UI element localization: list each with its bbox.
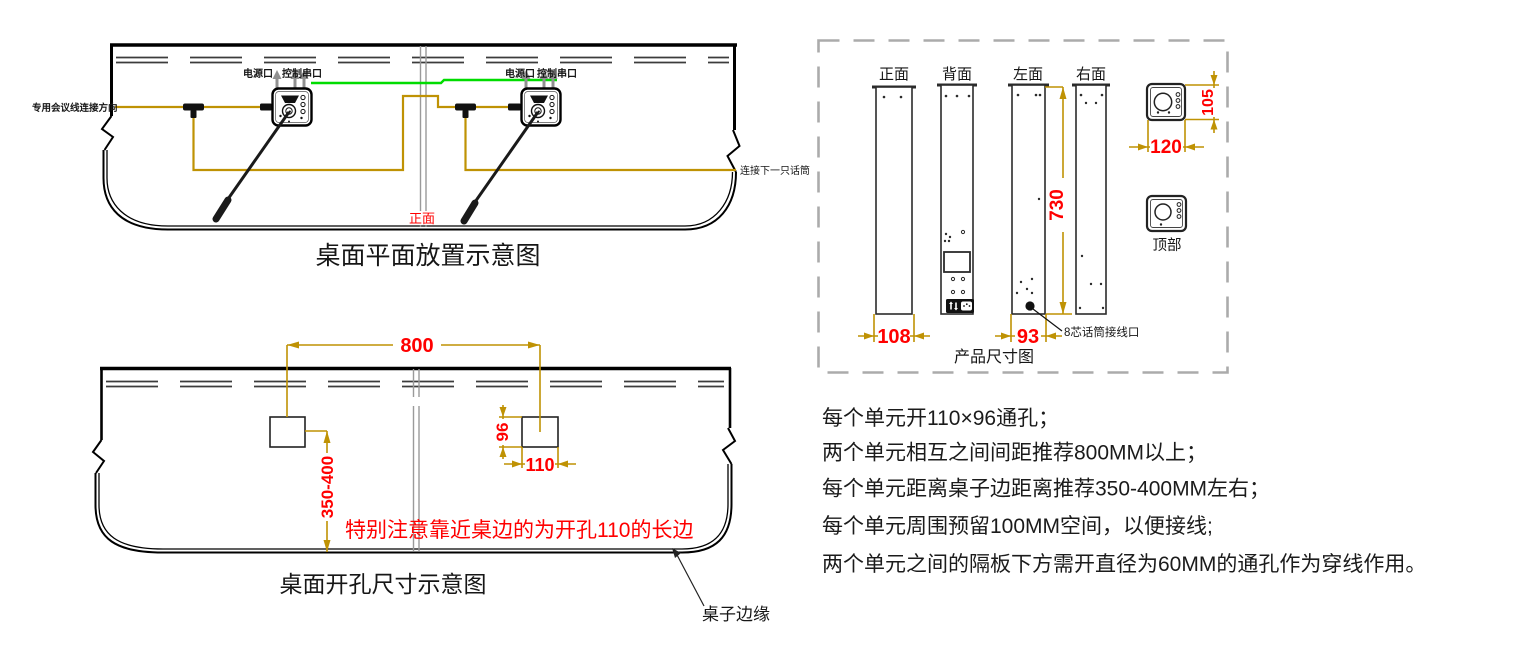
view-label-front: 正面 [879,66,909,83]
conference-line-direction-label: 专用会议线连接方向 [32,102,118,114]
view-label-top: 顶部 [1153,237,1182,254]
view-label-right: 右面 [1076,66,1106,83]
top-view-dimensioned [1145,82,1187,122]
control-port-label-1: 控制串口 [282,67,322,80]
dim-bg [1150,137,1183,154]
panel-dashed-border [817,39,1229,374]
table-edge-label: 桌子边缘 [702,605,770,624]
dim-top-depth-105: 105 [1200,89,1217,116]
conference-wiring [115,94,736,172]
dim-bg [1054,178,1072,232]
product-panel-title: 产品尺寸图 [954,348,1034,366]
dim-bg [525,455,555,472]
dim-hole-width-110: 110 [525,455,554,475]
table-edge-leader [675,552,705,607]
view-label-left: 左面 [1013,66,1043,83]
hole-dimension-diagram: 800 96 110 350-400 特别注意靠近桌边的为开孔110的长边 桌面… [91,334,770,624]
hole-warning-text: 特别注意靠近桌边的为开孔110的长边 [345,519,693,542]
note-line-2: 两个单元相互之间间距推荐800MM以上； [822,442,1207,465]
dim-top-width-120: 120 [1150,137,1182,158]
dim-front-width-108: 108 [877,326,910,348]
leader-arrow [672,548,681,558]
mic-stem-1 [219,111,291,210]
installation-notes: 每个单元开110×96通孔； 两个单元相互之间间距推荐800MM以上； 每个单元… [822,407,1426,576]
control-port-label-2: 控制串口 [537,67,577,80]
view-front [872,85,916,315]
desktop-placement-diagram: 电源口 控制串口 电源口 控制串口 专用会议线连接方向 连接下一只话筒 正面 桌… [32,43,810,270]
view-right [1072,83,1110,315]
dim-height-730: 730 [1047,189,1068,221]
mic-port-label: 8芯话筒接线口 [1064,325,1139,339]
t-connector [183,103,204,111]
dim-spacing-800: 800 [400,335,433,357]
dim-bg [393,334,441,356]
placement-diagram-title: 桌面平面放置示意图 [315,242,540,270]
top-view-plain [1145,194,1188,233]
mic-holder [530,95,548,103]
dim-edge-distance: 350-400 [318,456,337,518]
note-line-1: 每个单元开110×96通孔； [822,407,1059,430]
dim-bg [1204,88,1220,117]
view-label-back: 背面 [942,66,972,83]
note-line-4: 每个单元周围预留100MM空间，以便接线; [822,515,1213,538]
mic-stem-2 [466,111,540,213]
dim-bg [496,419,510,445]
note-line-3: 每个单元距离桌子边距离推荐350-400MM左右； [822,478,1270,501]
next-mic-label: 连接下一只话筒 [740,164,810,177]
mic-port-dot [1025,301,1035,311]
mic-capsule-1 [212,196,232,223]
dim-side-width-93: 93 [1017,326,1039,348]
product-dimension-panel: 正面 背面 左面 右面 730 108 93 8芯话筒接线口 [817,39,1229,374]
front-side-label: 正面 [409,211,435,226]
dim-bg [319,453,336,521]
cut-hole-1 [269,416,306,448]
mic-unit-2 [520,87,562,127]
front-label-bg [406,211,438,225]
dim-hole-height-96: 96 [493,423,512,442]
note-line-5: 两个单元之间的隔板下方需开直径为60MM的通孔作为穿线作用。 [822,553,1426,576]
dim-bg [1015,326,1041,345]
port-arrows [272,70,558,88]
table-outline-2 [91,366,737,554]
back-display-window [943,251,971,273]
hole-diagram-title: 桌面开孔尺寸示意图 [280,571,487,597]
iec-socket-icon [961,301,972,311]
wire-connectors [183,103,521,118]
power-port-label-2: 电源口 [505,67,535,80]
mic-port-leader [1032,308,1063,332]
mic-capsule-2 [460,199,479,225]
view-back [937,83,977,315]
wire-plug [508,103,521,111]
mic-unit-1 [271,87,313,127]
view-left [1008,83,1049,315]
control-wire [311,78,557,85]
power-port-label-1: 电源口 [243,67,273,80]
wire-plug [260,103,272,111]
table-outline [100,43,741,231]
t-connector [455,103,476,111]
mic-holder [281,95,299,103]
dim-bg [878,326,910,345]
